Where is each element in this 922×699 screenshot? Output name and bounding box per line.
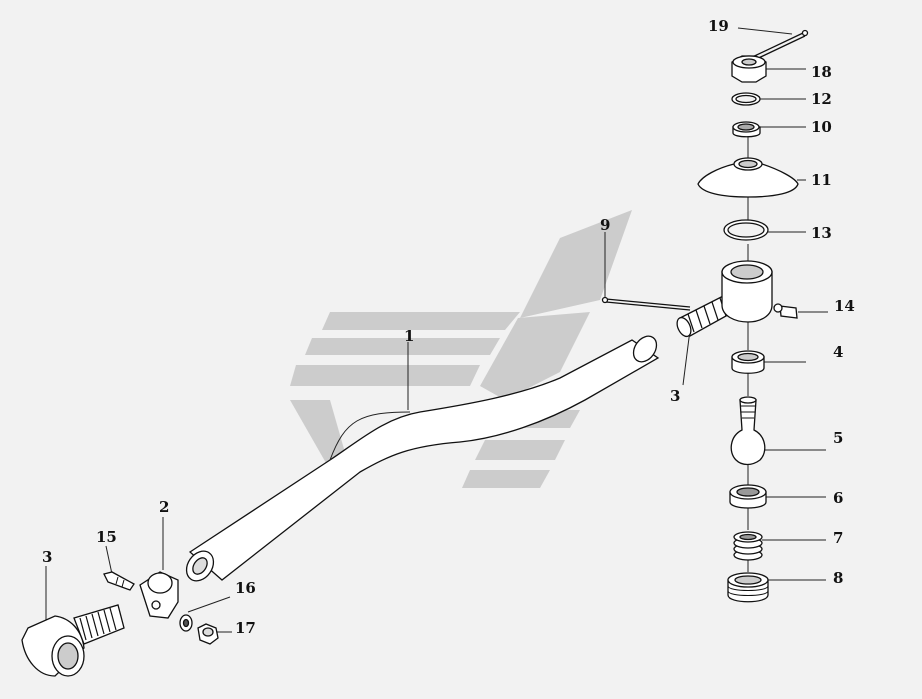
- washer-16: [179, 614, 193, 632]
- bolt-15: [103, 571, 135, 591]
- tie-rod-tube: [185, 335, 660, 582]
- callout-4: 4: [833, 343, 843, 361]
- bushing-4: [731, 350, 765, 374]
- nut-17: [197, 623, 219, 645]
- callout-16: 16: [235, 579, 256, 597]
- callout-15: 15: [96, 528, 117, 546]
- ball-pin-5: [730, 396, 766, 466]
- seat-6: [729, 484, 767, 509]
- plug-8: [727, 572, 769, 603]
- washer-12: [731, 92, 761, 106]
- callout-10: 10: [811, 118, 832, 136]
- castle-nut: [731, 55, 767, 83]
- callout-3-left: 3: [42, 548, 52, 566]
- spring-7: [733, 531, 763, 561]
- watermark-logo: [290, 210, 632, 488]
- grease-fitting-14: [773, 303, 798, 319]
- callout-7: 7: [833, 529, 843, 547]
- ring-13: [723, 219, 769, 241]
- callout-13: 13: [811, 224, 832, 242]
- callout-14: 14: [834, 297, 855, 315]
- callout-6: 6: [833, 489, 843, 507]
- callout-18: 18: [811, 63, 832, 81]
- callout-17: 17: [235, 619, 256, 637]
- tie-rod-end-right: [676, 260, 773, 338]
- leader-lines: [45, 27, 828, 633]
- cotter-pin-9: [601, 296, 691, 311]
- callout-8: 8: [833, 569, 843, 587]
- dust-boot-11: [697, 157, 799, 198]
- callout-1: 1: [404, 327, 414, 345]
- callout-11: 11: [811, 171, 832, 189]
- callout-labels: 19 18 12 10 11 9 13 14 1 4 3 5 2 6 15 3 …: [42, 17, 855, 637]
- callout-2: 2: [159, 498, 169, 516]
- tie-rod-end-left: [21, 604, 125, 677]
- seal-10: [732, 121, 761, 138]
- callout-19: 19: [708, 17, 729, 35]
- clamp: [139, 571, 179, 619]
- callout-3-right: 3: [670, 387, 680, 405]
- callout-5: 5: [833, 429, 843, 447]
- callout-12: 12: [811, 90, 832, 108]
- callout-9: 9: [600, 216, 610, 234]
